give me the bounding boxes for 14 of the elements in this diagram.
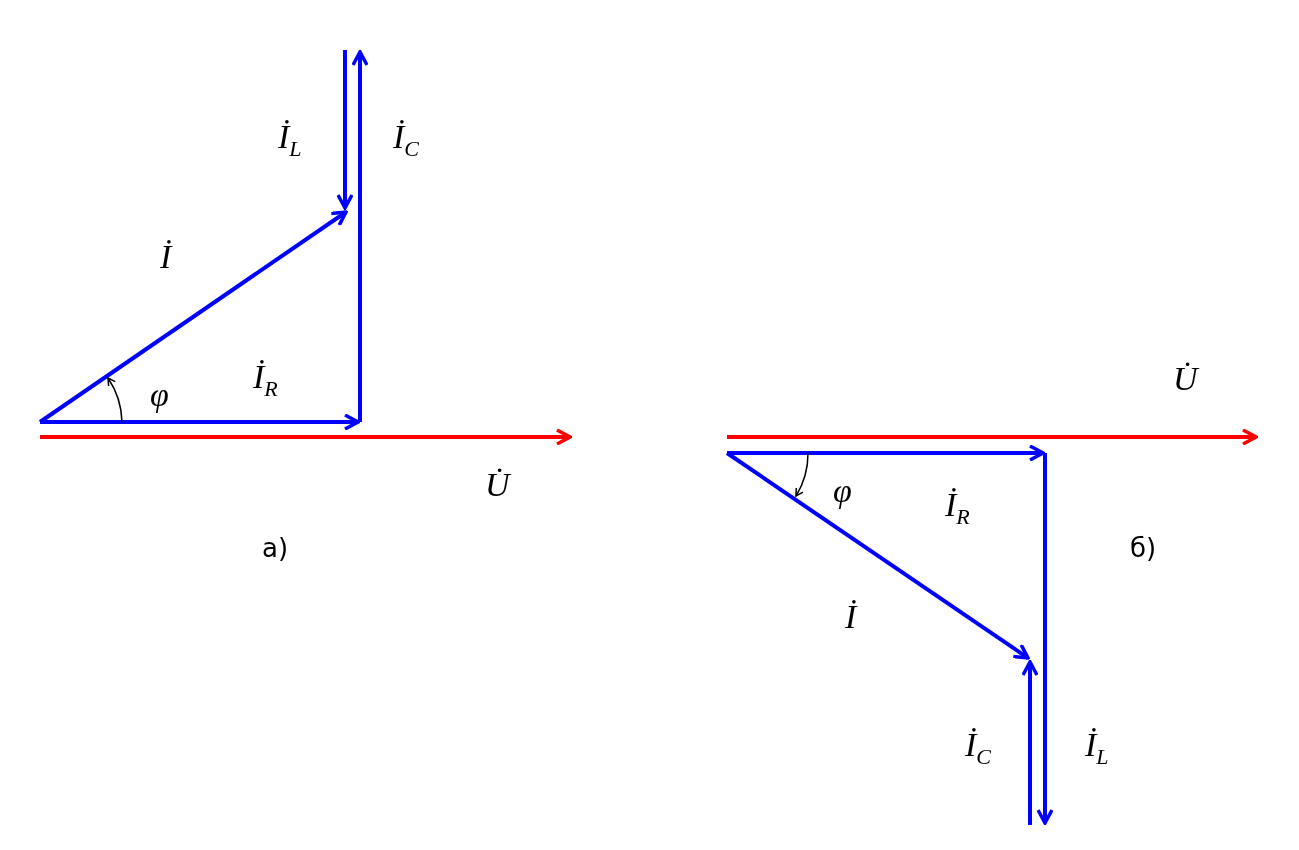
angle-label: φ [150,378,169,412]
phasor-label: İ [160,240,172,274]
angle-label: φ [833,474,852,508]
phasor-label: İ$_{L}$ [1085,728,1109,768]
phasor-label: İ$_{R}$ [945,488,970,528]
panel-label: б) [1130,535,1157,561]
phasor-label: U̇ [485,468,510,502]
phasor-label: İ [845,600,857,634]
phasor-label: U̇ [1173,362,1198,396]
panel-label: а) [262,535,289,561]
phasor-label: İ$_{C}$ [965,728,991,768]
phasor-label: İ$_{R}$ [253,360,278,400]
phasor-label: İ$_{C}$ [393,120,419,160]
phasor-label: İ$_{L}$ [278,120,302,160]
